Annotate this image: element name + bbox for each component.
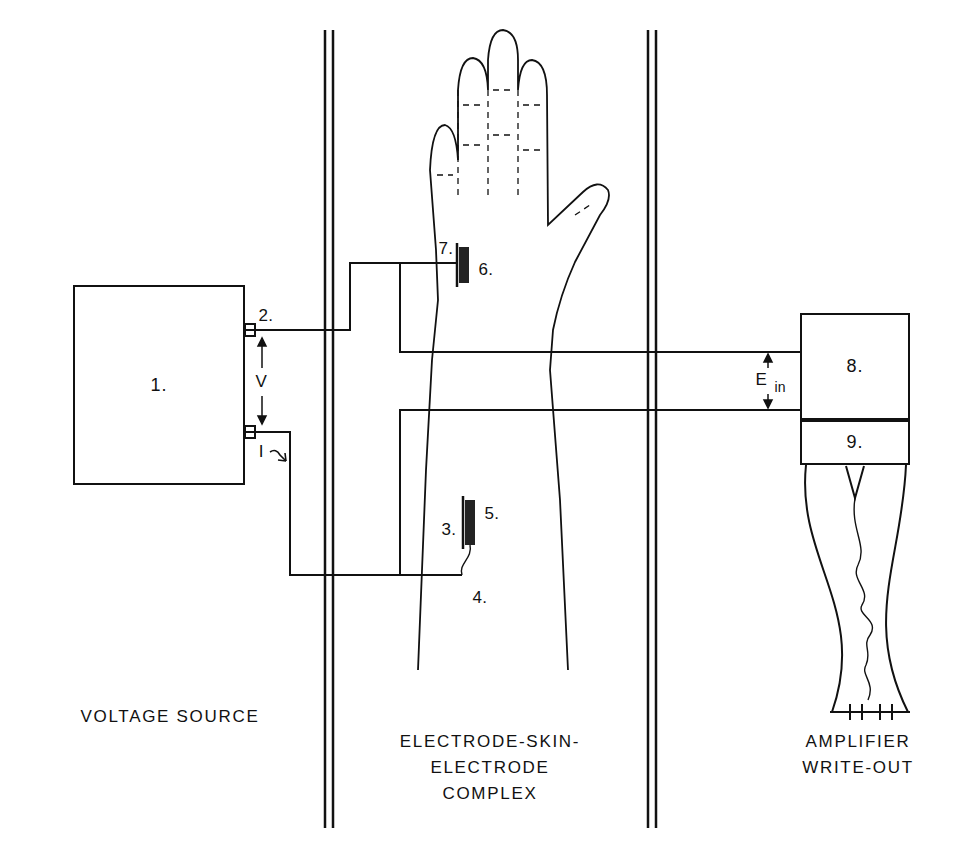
electrode bbox=[457, 243, 469, 287]
panel-caption: ELECTRODE-SKIN-ELECTRODE COMPLEX bbox=[390, 729, 591, 807]
wire bbox=[245, 263, 800, 352]
callout-number: 3. bbox=[441, 517, 456, 543]
callout-number: 2. bbox=[258, 303, 273, 329]
signal-label: VOLTAGE SOURCE bbox=[80, 704, 259, 730]
signal-label: in bbox=[775, 374, 786, 400]
signal-label: I bbox=[259, 439, 265, 465]
current-arrow bbox=[270, 451, 286, 461]
panel-caption: AMPLIFIER WRITE-OUT bbox=[797, 729, 919, 781]
pen bbox=[846, 466, 864, 498]
electrode bbox=[461, 496, 475, 575]
trace bbox=[854, 498, 872, 700]
callout-number: 5. bbox=[484, 501, 499, 527]
divider-line bbox=[332, 30, 335, 828]
divider-line bbox=[655, 30, 658, 828]
callout-number: 9. bbox=[847, 432, 864, 453]
callout-box: 8. bbox=[800, 313, 910, 420]
callout-number: 6. bbox=[478, 257, 493, 283]
wire bbox=[245, 410, 800, 575]
callout-number: 7. bbox=[438, 236, 453, 262]
signal-label: V bbox=[255, 369, 268, 395]
finger-creases bbox=[437, 90, 590, 215]
callout-number: 8. bbox=[847, 356, 864, 377]
signal-label: E bbox=[755, 367, 768, 393]
divider-line bbox=[647, 30, 650, 828]
divider-line bbox=[324, 30, 327, 828]
electrode-wire bbox=[400, 263, 462, 575]
callout-box: 1. bbox=[73, 285, 245, 485]
callout-box: 9. bbox=[800, 420, 910, 465]
callout-number: 1. bbox=[151, 375, 168, 396]
callout-number: 4. bbox=[472, 585, 487, 611]
chart-paper bbox=[805, 465, 910, 720]
